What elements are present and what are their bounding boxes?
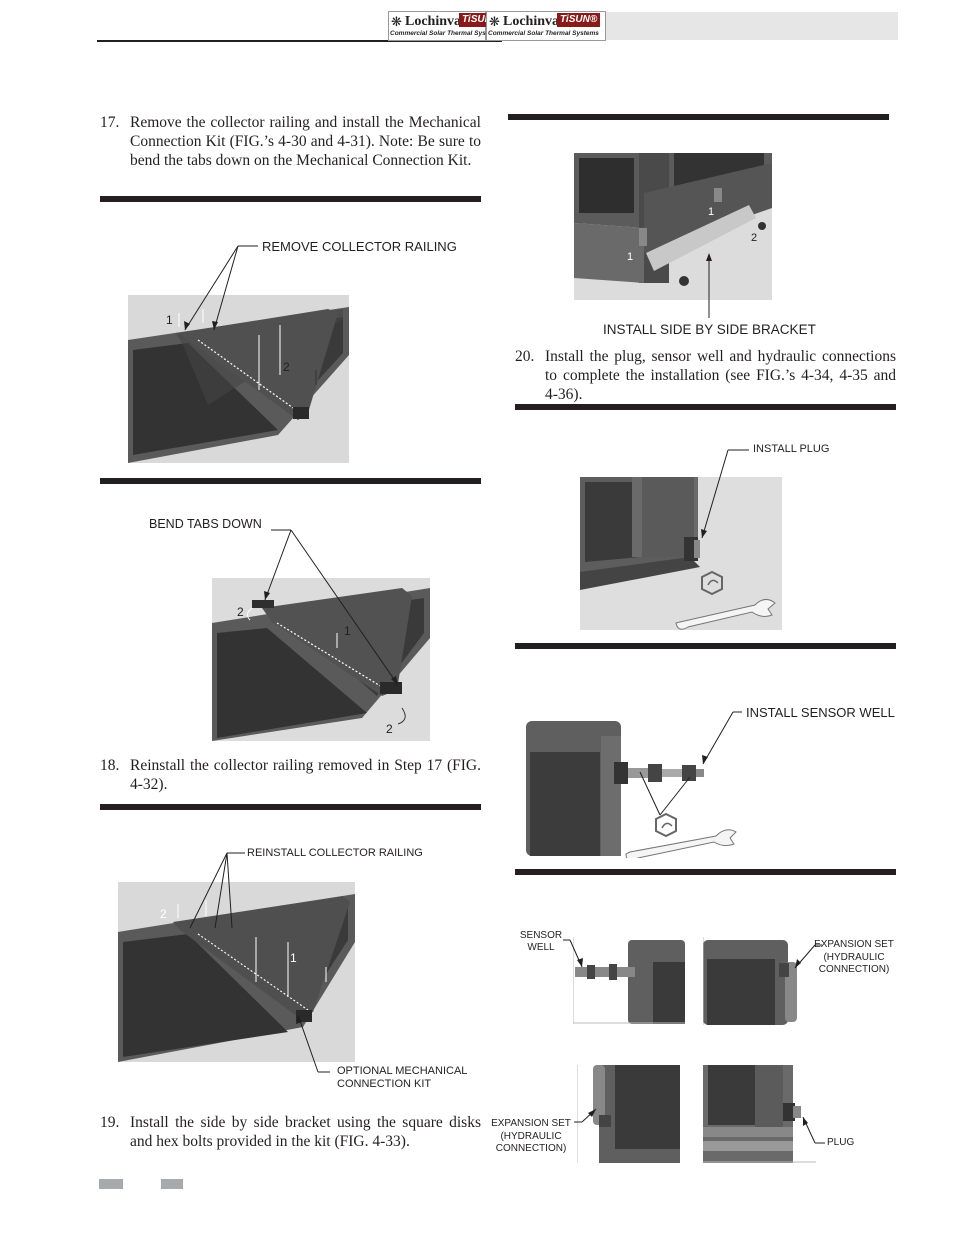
callout-install-side-by-side-bracket: INSTALL SIDE BY SIDE BRACKET: [603, 322, 816, 337]
figure-4-33-image: 1 1 2: [574, 153, 772, 300]
callout-reinstall-collector-railing: REINSTALL COLLECTOR RAILING: [247, 847, 423, 859]
callout-install-plug: INSTALL PLUG: [753, 443, 830, 455]
figure-number-1: 1: [708, 206, 714, 218]
step-20: 20. Install the plug, sensor well and hy…: [515, 347, 896, 404]
figure-4-32-image: 2 1: [118, 882, 355, 1062]
figure-number-2: 2: [160, 907, 167, 921]
brand-name: Lochinvar: [503, 14, 566, 29]
figure-4-36c-image: [577, 1065, 680, 1163]
lochinvar-emblem-icon: ❋: [489, 14, 500, 29]
footer-tab-right: [161, 1179, 183, 1189]
figure-rule-4-33: [508, 114, 889, 120]
step-number: 18.: [100, 757, 120, 774]
step-number: 19.: [100, 1114, 120, 1131]
figure-number-2: 2: [751, 232, 757, 244]
figure-number-2: 2: [283, 360, 290, 374]
figure-number-1: 1: [166, 313, 173, 327]
callout-expansion-set-1: EXPANSION SET (HYDRAULIC CONNECTION): [814, 939, 894, 975]
figure-rule-4-34: [515, 404, 896, 410]
callout-optional-mechanical-connection-kit: OPTIONAL MECHANICAL CONNECTION KIT: [337, 1065, 467, 1090]
tisun-badge: TiSUN®: [557, 13, 601, 27]
step-text: Remove the collector railing and install…: [130, 114, 481, 169]
figure-4-36d-image: [703, 1065, 816, 1163]
brand-tagline: Commercial Solar Thermal Syst: [390, 30, 488, 37]
figure-number-2: 2: [237, 605, 244, 619]
figure-rule-4-35: [515, 643, 896, 649]
lochinvar-emblem-icon: ❋: [391, 14, 402, 29]
callout-remove-collector-railing: REMOVE COLLECTOR RAILING: [262, 239, 457, 254]
callout-install-sensor-well: INSTALL SENSOR WELL: [746, 705, 895, 720]
step-18: 18. Reinstall the collector railing remo…: [100, 756, 481, 794]
step-text: Reinstall the collector railing removed …: [130, 757, 481, 793]
figure-4-34-image: [580, 477, 782, 630]
brand-tagline: Commercial Solar Thermal Systems: [488, 30, 599, 37]
tisun-badge: TiSUN: [459, 13, 495, 27]
figure-rule-4-36: [515, 869, 896, 875]
callout-bend-tabs-down: BEND TABS DOWN: [149, 517, 262, 531]
figure-4-30-image: 1 2: [128, 295, 349, 463]
step-text: Install the plug, sensor well and hydrau…: [545, 348, 896, 403]
figure-number-1: 1: [290, 951, 297, 965]
callout-sensor-well: SENSOR WELL: [519, 930, 563, 953]
step-19: 19. Install the side by side bracket usi…: [100, 1113, 481, 1151]
figure-4-31-image: 2 1 2: [212, 578, 430, 741]
step-number: 17.: [100, 114, 120, 131]
figure-rule-4-32: [100, 804, 481, 810]
figure-4-35-image: [526, 716, 738, 858]
figure-number-1: 1: [344, 624, 351, 638]
step-17: 17. Remove the collector railing and ins…: [100, 113, 481, 170]
brand-logo-1: ❋ Lochinvar TiSUN Commercial Solar Therm…: [388, 11, 495, 41]
figure-number-1b: 1: [627, 251, 633, 263]
figure-number-2b: 2: [386, 722, 393, 736]
figure-4-36b-image: [703, 937, 813, 1025]
step-number: 20.: [515, 348, 535, 365]
brand-name: Lochinvar: [405, 14, 468, 29]
callout-expansion-set-2: EXPANSION SET (HYDRAULIC CONNECTION): [491, 1118, 571, 1154]
figure-rule-4-30: [100, 196, 481, 202]
figure-rule-4-31: [100, 478, 481, 484]
figure-4-36a-image: [573, 937, 685, 1024]
brand-logo-2: ❋ Lochinvar TiSUN® Commercial Solar Ther…: [486, 11, 606, 41]
callout-plug: PLUG: [827, 1137, 855, 1148]
footer-tab-left: [99, 1179, 123, 1189]
step-text: Install the side by side bracket using t…: [130, 1114, 481, 1150]
header-rule: [97, 40, 502, 42]
